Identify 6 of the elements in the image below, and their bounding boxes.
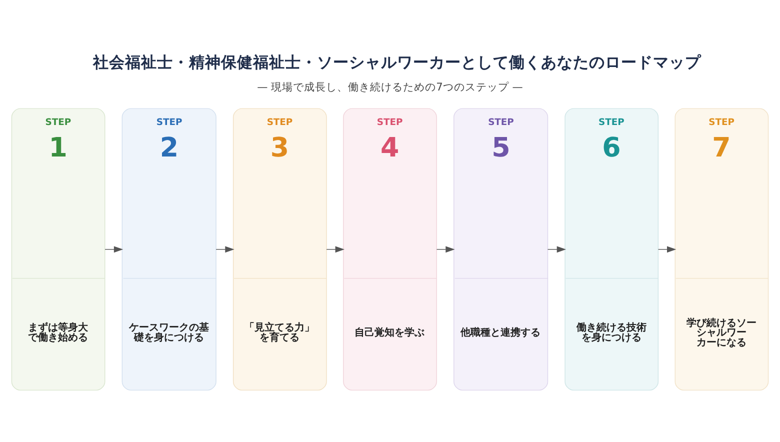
diagram-title: 社会福祉士・精神保健福祉士・ソーシャルワーカーとして働くあなたのロードマップ bbox=[93, 52, 702, 71]
arrow bbox=[436, 246, 455, 252]
label: — 現場で成長し、働き続けるための7つのステップ — bbox=[257, 81, 523, 94]
arrow bbox=[104, 246, 124, 252]
arrow bbox=[216, 246, 234, 252]
arrow bbox=[547, 246, 566, 252]
